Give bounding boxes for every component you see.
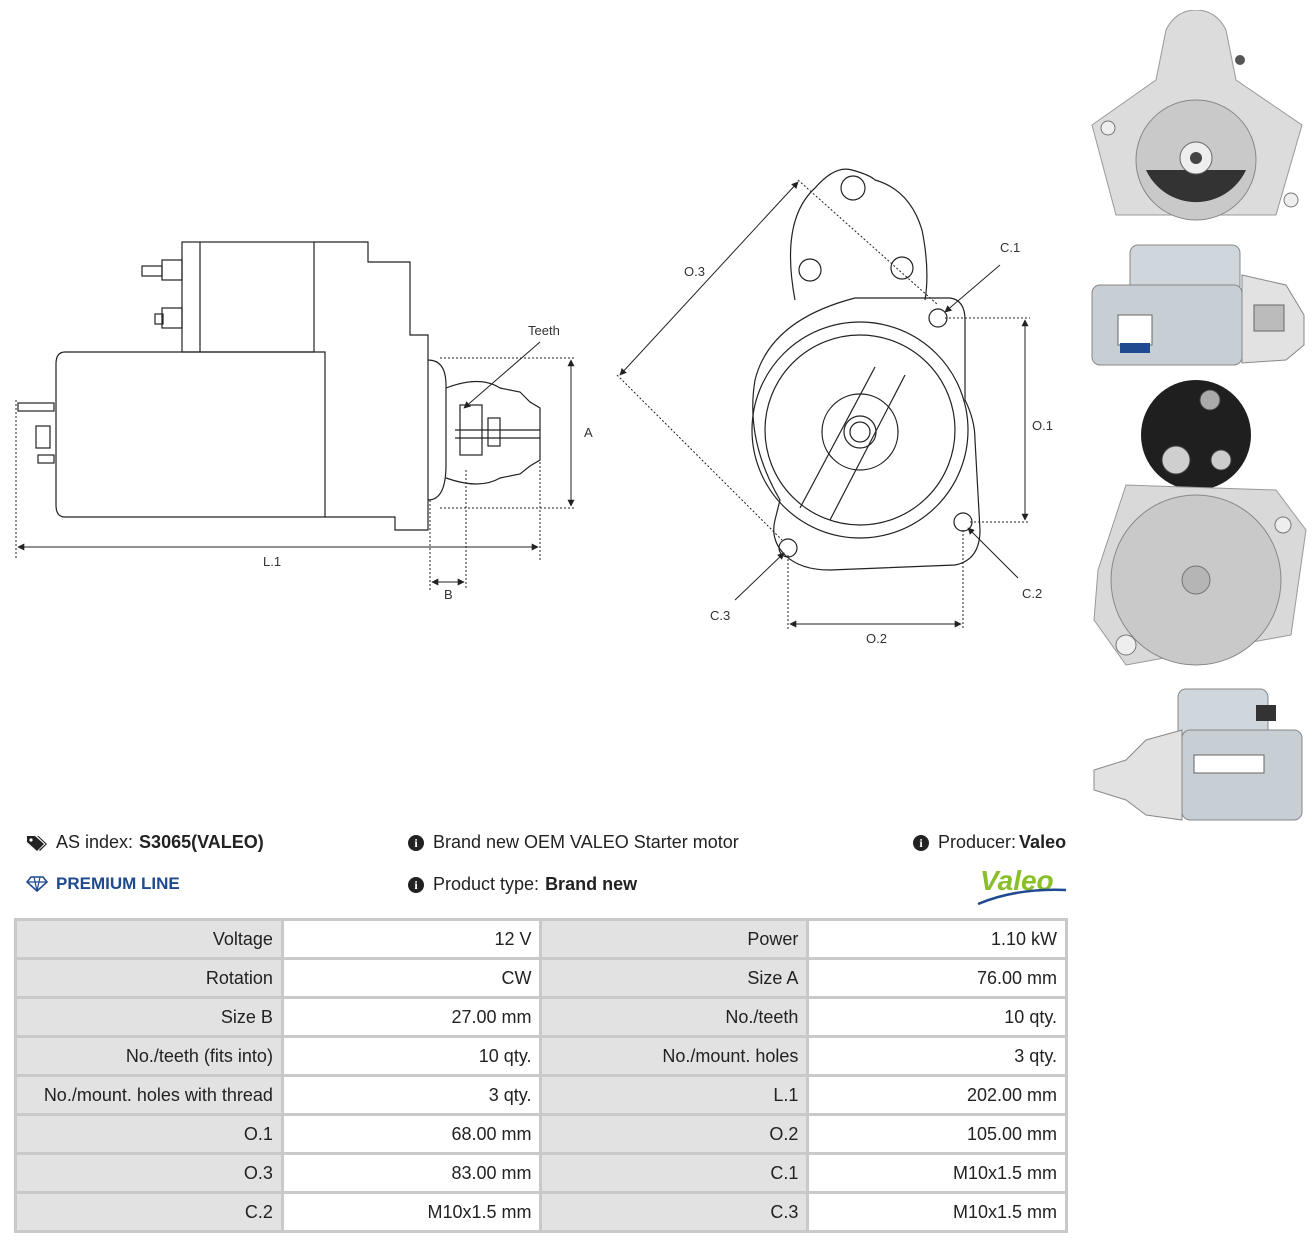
info-icon: i [913, 834, 929, 851]
spec-value: CW [280, 957, 543, 999]
description-text: Brand new OEM VALEO Starter motor [433, 832, 739, 852]
as-index-value: S3065(VALEO) [139, 832, 264, 852]
spec-label: Rotation [14, 957, 284, 999]
spec-label: No./mount. holes with thread [14, 1074, 284, 1116]
spec-value: 3 qty. [806, 1035, 1068, 1077]
spec-label: No./mount. holes [539, 1035, 810, 1077]
table-row: No./teeth (fits into)10 qty.No./mount. h… [14, 1035, 1068, 1077]
label-c2: C.2 [1022, 586, 1042, 601]
technical-drawing: Teeth A L.1 B O.3 C.1 O.1 C.2 [15, 168, 1053, 646]
valeo-logo: Valeo [977, 865, 1067, 906]
spec-value: M10x1.5 mm [806, 1152, 1068, 1194]
spec-value: 3 qty. [280, 1074, 543, 1116]
spec-label: Power [539, 918, 810, 960]
spec-value: 76.00 mm [806, 957, 1068, 999]
producer-label: Producer: [938, 832, 1017, 852]
product-photo-rear[interactable] [1086, 380, 1310, 670]
label-b: B [444, 587, 453, 602]
spec-value: 105.00 mm [806, 1113, 1068, 1155]
spec-value: 202.00 mm [806, 1074, 1068, 1116]
info-icon: i [408, 834, 424, 851]
producer: i Producer: Valeo [913, 832, 1066, 853]
spec-label: Size B [14, 996, 284, 1038]
label-o1: O.1 [1032, 418, 1053, 433]
spec-value: 68.00 mm [280, 1113, 543, 1155]
premium-line-badge[interactable]: PREMIUM LINE [26, 874, 180, 894]
spec-value: 1.10 kW [806, 918, 1068, 960]
spec-label: L.1 [539, 1074, 810, 1116]
spec-label: O.3 [14, 1152, 284, 1194]
spec-value: 10 qty. [280, 1035, 543, 1077]
spec-label: Size A [539, 957, 810, 999]
product-photo-side[interactable] [1086, 235, 1310, 375]
product-type-label: Product type: [433, 874, 540, 894]
label-teeth: Teeth [528, 323, 560, 338]
spec-value: 83.00 mm [280, 1152, 543, 1194]
spec-label: No./teeth [539, 996, 810, 1038]
diamond-icon [26, 876, 48, 892]
spec-value: M10x1.5 mm [280, 1191, 543, 1233]
premium-line-label: PREMIUM LINE [56, 874, 180, 893]
info-icon: i [408, 876, 424, 893]
side-view [17, 241, 541, 531]
spec-value: M10x1.5 mm [806, 1191, 1068, 1233]
label-c1: C.1 [1000, 240, 1020, 255]
label-o3: O.3 [684, 264, 705, 279]
label-a: A [584, 425, 593, 440]
spec-value: 12 V [280, 918, 543, 960]
label-o2: O.2 [866, 631, 887, 646]
label-l1: L.1 [263, 554, 281, 569]
spec-label: O.2 [539, 1113, 810, 1155]
spec-label: C.3 [539, 1191, 810, 1233]
spec-value: 10 qty. [806, 996, 1068, 1038]
svg-text:Valeo: Valeo [980, 865, 1054, 896]
spec-label: C.1 [539, 1152, 810, 1194]
spec-label: C.2 [14, 1191, 284, 1233]
product-photo-side-alt[interactable] [1086, 685, 1310, 830]
as-index-label: AS index: [56, 832, 134, 852]
product-type-value: Brand new [545, 874, 638, 894]
spec-label: No./teeth (fits into) [14, 1035, 284, 1077]
spec-label: O.1 [14, 1113, 284, 1155]
tags-icon [27, 835, 47, 851]
label-c3: C.3 [710, 608, 730, 623]
producer-value: Valeo [1019, 832, 1067, 852]
as-index: AS index: S3065(VALEO) [26, 832, 264, 853]
front-view [751, 168, 981, 571]
description: i Brand new OEM VALEO Starter motor [408, 832, 739, 853]
product-photo-front[interactable] [1086, 10, 1310, 230]
product-type: i Product type: Brand new [408, 874, 637, 895]
spec-label: Voltage [14, 918, 284, 960]
spec-value: 27.00 mm [280, 996, 543, 1038]
